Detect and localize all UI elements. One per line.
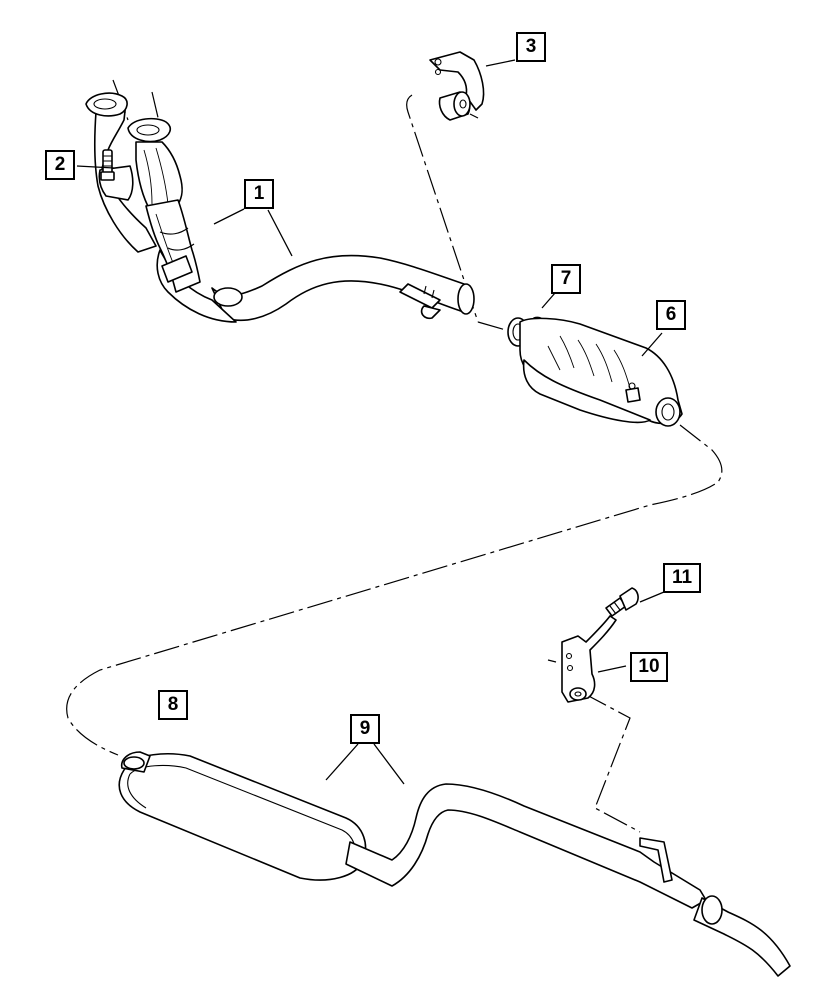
callout-1[interactable]: 1 [244, 179, 274, 209]
hanger-bracket[interactable] [429, 51, 485, 121]
rear-hanger-bracket[interactable] [561, 615, 617, 703]
callout-10[interactable]: 10 [630, 652, 668, 682]
manifold-stud[interactable] [100, 149, 115, 181]
callout-2[interactable]: 2 [45, 150, 75, 180]
hanger-bolt[interactable] [605, 587, 639, 617]
catalytic-converter[interactable] [519, 317, 683, 427]
muffler-assembly[interactable] [118, 751, 791, 977]
callout-9[interactable]: 9 [350, 714, 380, 744]
callout-6[interactable]: 6 [656, 300, 686, 330]
centerlines [66, 79, 723, 833]
callout-3[interactable]: 3 [516, 32, 546, 62]
y-pipe-front[interactable] [85, 92, 475, 323]
callout-8[interactable]: 8 [158, 690, 188, 720]
leader-lines [76, 59, 665, 785]
callout-11[interactable]: 11 [663, 563, 701, 593]
callout-7[interactable]: 7 [551, 264, 581, 294]
